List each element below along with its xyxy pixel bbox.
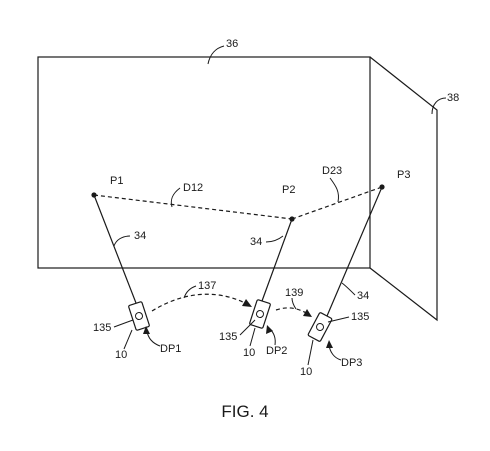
leader-137: [183, 285, 197, 299]
figure-caption: FIG. 4: [221, 402, 268, 421]
label-beam-1: 34: [134, 230, 146, 242]
leader-beam-1: [113, 235, 131, 247]
leader-lens-3: [327, 316, 350, 323]
label-dp2: DP2: [266, 345, 287, 357]
movement-139-arrow: [275, 307, 309, 315]
leader-beam-3: [341, 282, 356, 296]
side-wall: [369, 56, 438, 322]
leader-139: [291, 297, 297, 310]
label-38: 38: [447, 92, 459, 104]
arrowhead-139: [303, 309, 312, 317]
label-lens-1: 135: [93, 322, 111, 334]
arrowhead-dp2: [266, 325, 273, 334]
label-p3: P3: [397, 169, 410, 181]
label-p2: P2: [282, 184, 295, 196]
leader-d12: [170, 187, 181, 208]
leader-device-1: [123, 329, 133, 350]
device-dp1: [128, 301, 150, 331]
distance-d23-line: [291, 186, 383, 220]
leader-lens-1: [113, 319, 134, 328]
leader-device-3: [307, 339, 314, 366]
label-beam-2: 34: [250, 236, 262, 248]
label-p1: P1: [110, 175, 123, 187]
beam-3: [326, 186, 383, 317]
arrowhead-137: [242, 299, 252, 307]
leader-lens-2: [239, 319, 256, 336]
beam-1: [93, 194, 137, 304]
label-dp1: DP1: [160, 343, 181, 355]
label-beam-3: 34: [357, 290, 369, 302]
label-dp3: DP3: [341, 357, 362, 369]
leader-device-2: [249, 327, 256, 347]
device-dp3: [307, 312, 333, 342]
label-lens-2: 135: [219, 331, 237, 343]
label-device-3: 10: [300, 366, 312, 378]
label-139: 139: [285, 287, 303, 299]
arrowhead-dp1: [143, 326, 150, 334]
label-36: 36: [226, 38, 238, 50]
leader-36: [207, 45, 225, 65]
distance-d12-line: [93, 194, 293, 220]
arrowhead-dp3: [326, 340, 333, 348]
device-dp2: [249, 299, 271, 329]
front-wall: [37, 56, 371, 269]
label-device-2: 10: [243, 347, 255, 359]
leader-d23: [329, 177, 339, 203]
label-d12: D12: [183, 182, 203, 194]
label-137: 137: [198, 280, 216, 292]
label-lens-3: 135: [351, 311, 369, 323]
beam-2: [261, 218, 293, 302]
leader-38: [431, 97, 447, 115]
label-d23: D23: [322, 165, 342, 177]
movement-137-arrow: [151, 293, 248, 312]
label-device-1: 10: [115, 349, 127, 361]
leader-beam-2: [265, 235, 284, 243]
